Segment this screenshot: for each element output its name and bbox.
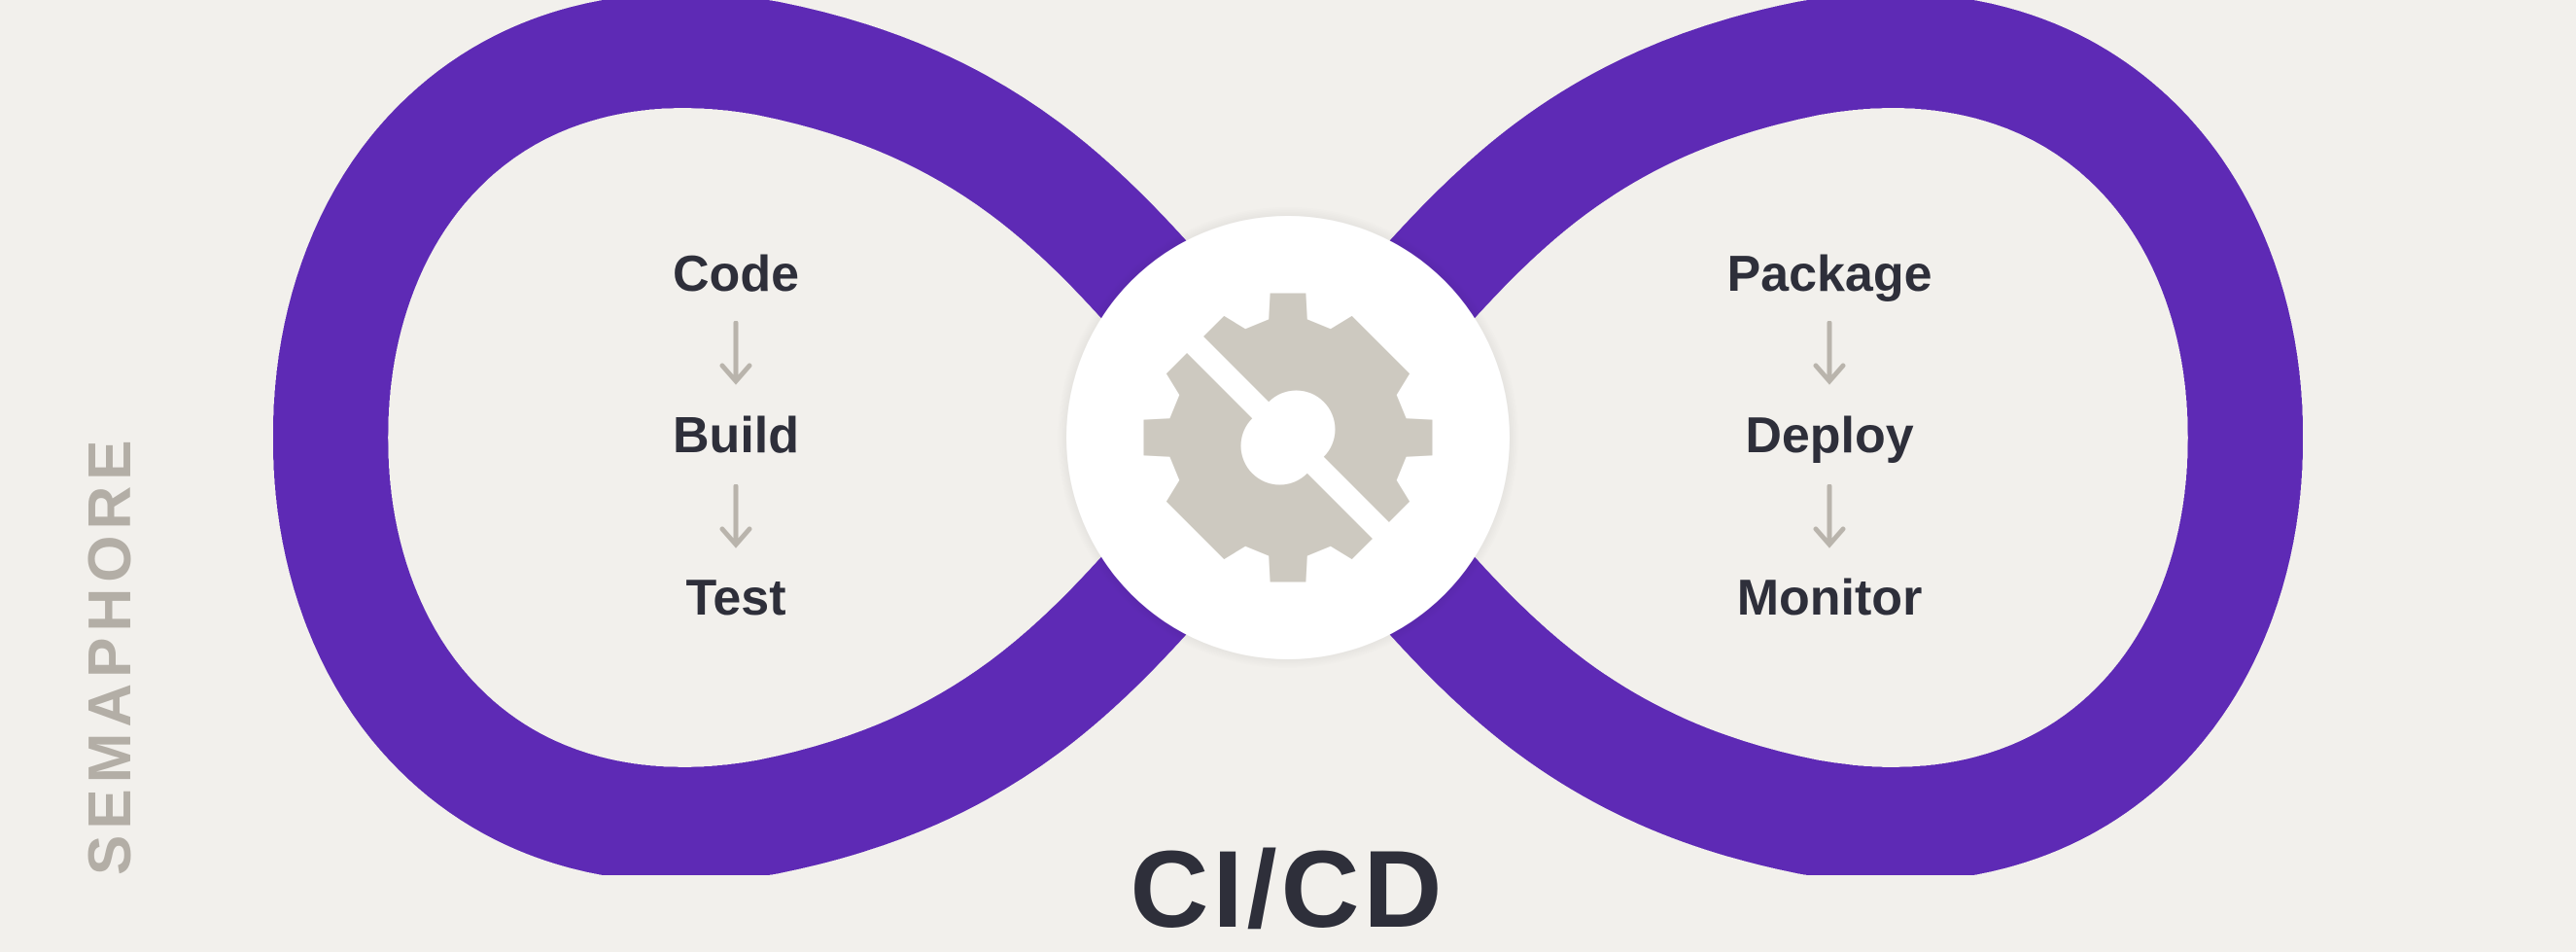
- step-code: Code: [673, 246, 799, 302]
- arrow-down-icon: [719, 484, 752, 548]
- arrow-down-icon: [719, 321, 752, 385]
- step-package: Package: [1726, 246, 1932, 302]
- step-test: Test: [685, 570, 786, 626]
- infinity-loop: [273, 0, 2303, 875]
- loop-interiors: [418, 141, 2158, 734]
- arrow-down-icon: [1813, 484, 1846, 548]
- brand-wordmark: SEMAPHORE: [77, 434, 144, 875]
- cicd-diagram: Code Build Test Package Deploy Monitor S…: [77, 0, 2303, 950]
- step-deploy: Deploy: [1745, 407, 1914, 464]
- diagram-title: CI/CD: [1130, 829, 1446, 950]
- step-build: Build: [673, 407, 799, 464]
- arrow-down-icon: [1813, 321, 1846, 385]
- hub: [1057, 206, 1519, 669]
- step-monitor: Monitor: [1736, 570, 1923, 626]
- gear-pair-icon: [1143, 293, 1433, 582]
